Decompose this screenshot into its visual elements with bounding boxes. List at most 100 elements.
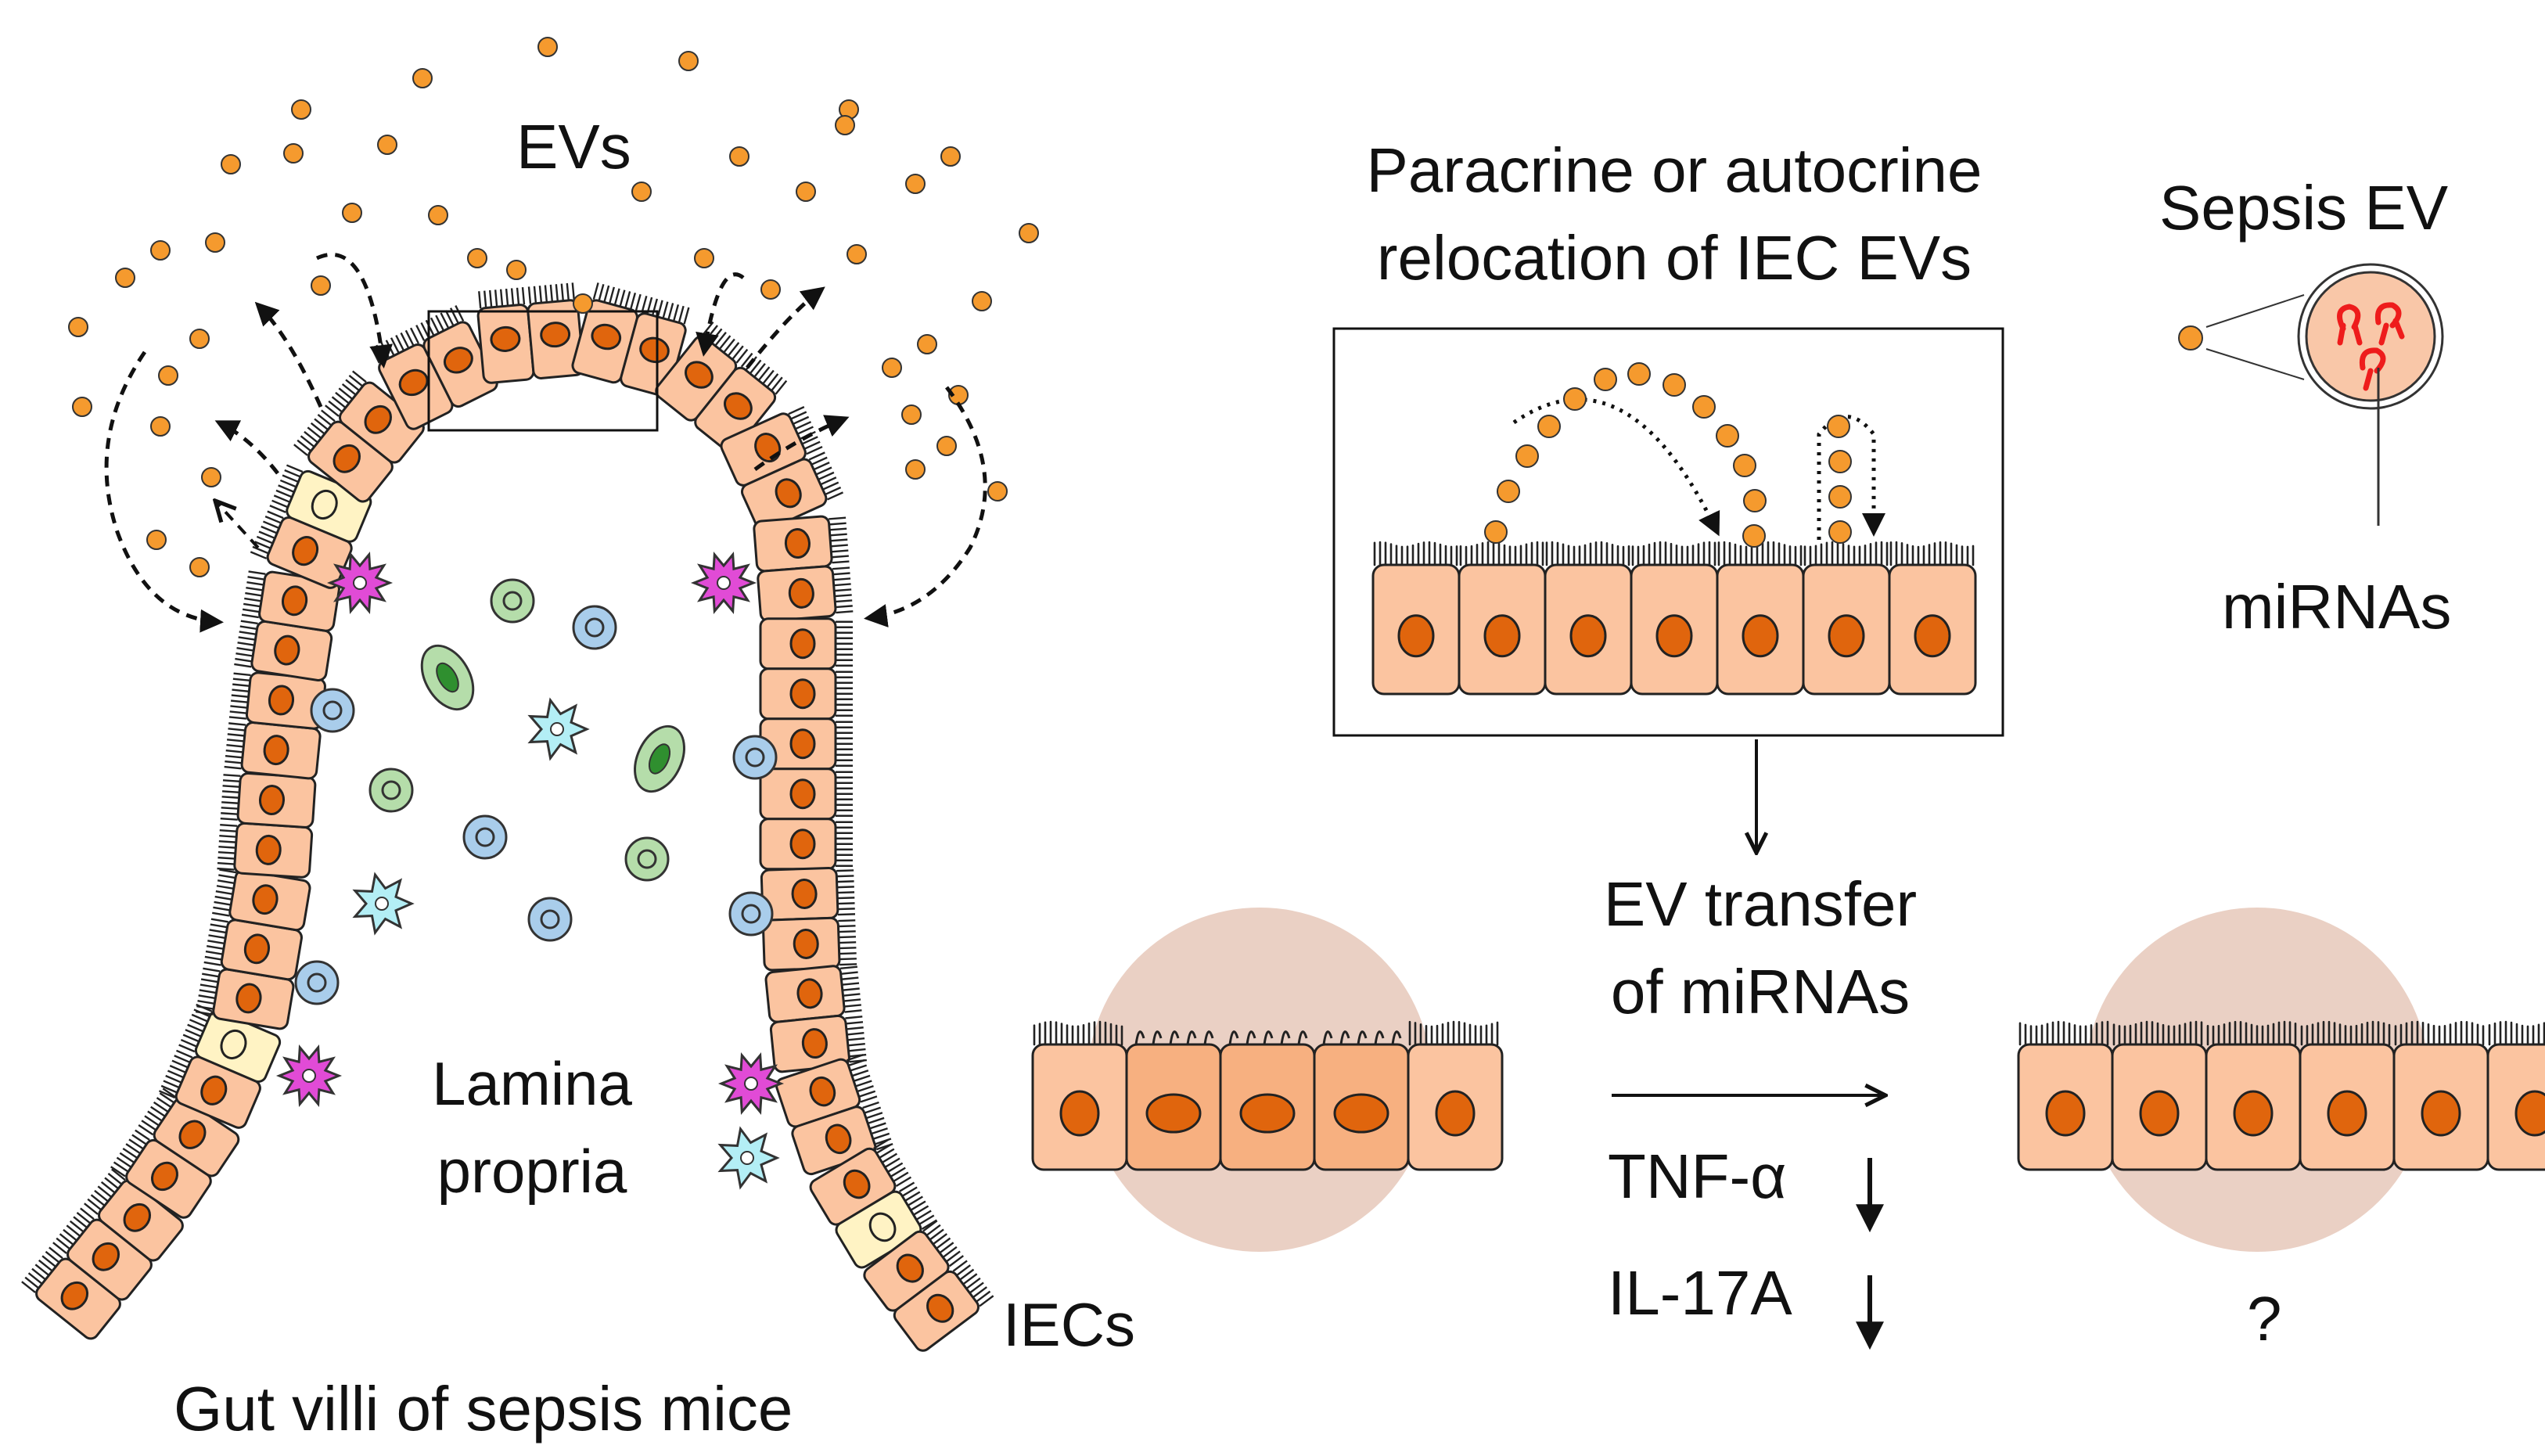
cell-nucleus <box>255 834 282 865</box>
lymphocyte-nucleus <box>381 780 401 800</box>
ev-particle <box>1484 520 1508 544</box>
ev-particle <box>987 481 1008 502</box>
ev-particle <box>796 182 816 202</box>
microvilli <box>862 1101 893 1151</box>
microvilli <box>641 295 690 325</box>
cell-nucleus <box>789 829 816 860</box>
ev-release-uptake-arrows <box>104 252 987 633</box>
ev-particle <box>205 232 225 253</box>
evs-label: EVs <box>516 112 631 182</box>
villus-epithelial-cell <box>527 282 585 379</box>
lamina-propria-cells <box>275 552 785 1190</box>
villus-epithelial-cell <box>863 1220 965 1312</box>
cell-nucleus <box>268 685 295 716</box>
microvilli <box>2488 1020 2545 1046</box>
ev-particle <box>729 146 749 167</box>
ev-membrane-inner <box>2305 271 2436 402</box>
cell-nucleus <box>258 785 285 816</box>
ev-particle <box>936 436 957 456</box>
microvilli <box>84 1168 126 1215</box>
ev-particle <box>940 146 961 167</box>
villus-epithelial-cell <box>757 565 854 623</box>
microvilli <box>836 821 853 867</box>
cell-nucleus <box>926 1293 954 1323</box>
microvilli <box>2206 1020 2297 1046</box>
cell-nucleus <box>364 404 392 434</box>
ev-particle <box>882 358 902 378</box>
villus-epithelial-cell <box>234 620 333 681</box>
villus-epithelial-cell <box>759 768 853 821</box>
ev-particle <box>1019 223 1039 243</box>
ev-particle <box>467 248 487 268</box>
cell-nucleus <box>235 983 262 1014</box>
gut-villi-caption: Gut villi of sepsis mice <box>174 1374 793 1443</box>
relocation-inset <box>1332 327 2004 853</box>
lymphocyte-nucleus <box>540 909 560 929</box>
ev-flow-arrow <box>254 301 323 408</box>
ev-flow-arrow <box>746 286 825 369</box>
villus-epithelial-cell <box>21 1246 121 1340</box>
microvilli <box>158 1049 193 1099</box>
microvilli <box>212 868 237 917</box>
iecs-label: IECs <box>1003 1290 1136 1359</box>
ev-particle <box>2178 325 2203 351</box>
ev-particle <box>1594 368 1617 391</box>
ev-flow-arrow <box>104 351 224 633</box>
microvilli <box>873 1138 912 1187</box>
lymphocyte-nucleus <box>475 827 495 847</box>
microvilli <box>478 287 526 309</box>
cell-nucleus <box>724 392 753 420</box>
cell-nucleus <box>1655 614 1693 658</box>
microvilli <box>899 1181 937 1230</box>
microvilli <box>220 774 241 821</box>
ev-flow-arrow <box>696 272 745 357</box>
villus-epithelial-cell <box>759 617 853 670</box>
microvilli <box>836 721 853 767</box>
dendritic-cell-nucleus <box>744 1077 758 1091</box>
cell-nucleus <box>896 1253 924 1283</box>
sepsis-ev-label: Sepsis EV <box>2159 173 2449 243</box>
ev-particle <box>835 115 855 135</box>
cell-nucleus <box>2045 1090 2086 1137</box>
villus-epithelial-cell <box>203 918 303 981</box>
cell-nucleus <box>791 879 818 910</box>
villus-epithelial-cell <box>759 818 853 871</box>
ev-particle <box>221 154 241 174</box>
ev-release-arrow <box>215 501 260 549</box>
ev-particle <box>150 240 171 261</box>
ev-particle <box>1733 454 1756 477</box>
ev-particle <box>905 459 926 480</box>
cell-nucleus <box>1145 1093 1202 1134</box>
ev-particle <box>146 530 167 550</box>
dendritic-cell-nucleus <box>717 576 731 590</box>
damaged-microvilli <box>1134 1030 1214 1045</box>
villus-epithelial-cell <box>212 868 311 932</box>
mirna-hairpin <box>2359 347 2386 391</box>
cell-nucleus <box>793 928 819 959</box>
cell-nucleus <box>220 1029 247 1060</box>
mirnas-label: miRNAs <box>2222 572 2452 642</box>
villus-epithelial-cell <box>293 409 394 503</box>
microvilli <box>2394 1020 2485 1046</box>
ev-transfer-label-line1: EV transfer <box>1603 869 1918 939</box>
cell-nucleus <box>1239 1093 1296 1134</box>
microvilli <box>839 965 862 1013</box>
villus-epithelial-cell <box>762 916 857 972</box>
lymphocyte-nucleus <box>584 617 605 638</box>
ev-particle <box>905 174 926 194</box>
ev-particle-cloud <box>68 37 1039 577</box>
ev-particle <box>678 51 699 71</box>
microvilli <box>832 566 854 614</box>
cell-nucleus <box>809 1076 836 1107</box>
microvilli <box>2018 1020 2109 1046</box>
villus-epithelial-cell <box>753 515 850 573</box>
cell-nucleus <box>333 444 361 473</box>
cell-nucleus <box>685 361 714 389</box>
villus-epithelial-cell <box>760 866 856 922</box>
microvilli <box>217 824 238 871</box>
cell-nucleus <box>2327 1090 2367 1137</box>
microvilli <box>2112 1020 2203 1046</box>
cell-nucleus <box>263 735 289 766</box>
microvilli <box>224 722 246 770</box>
